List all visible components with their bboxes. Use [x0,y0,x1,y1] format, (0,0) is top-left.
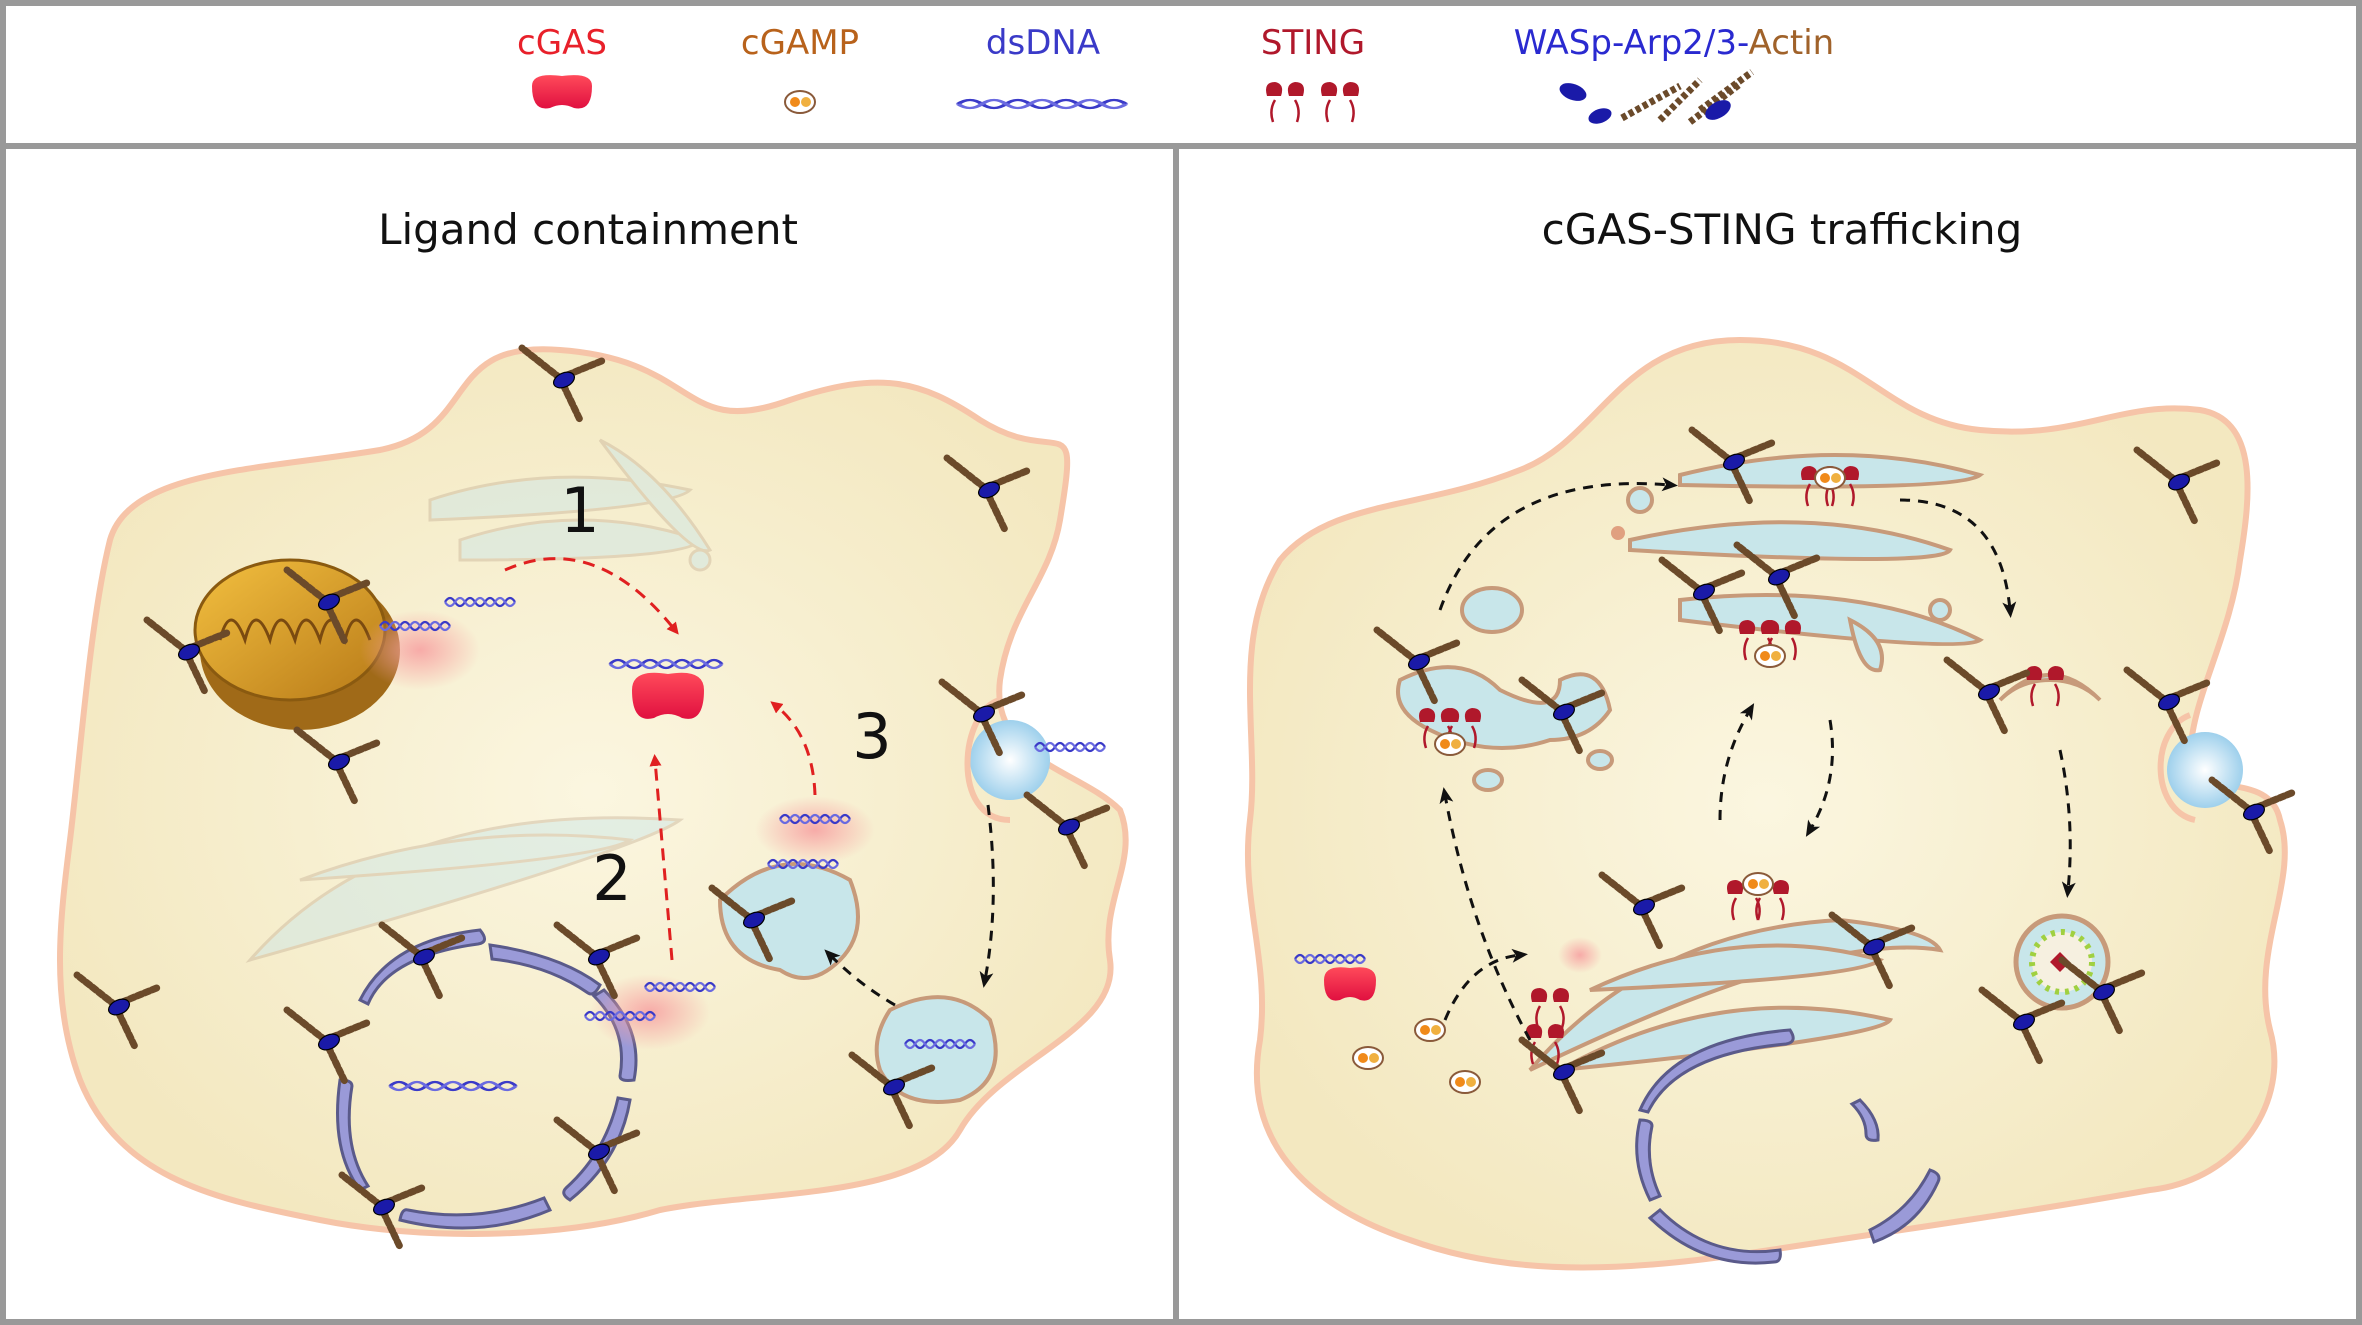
dsdna-icon [958,100,1126,108]
legend-label-sting: STING [1261,23,1365,63]
trafficking-arrows [1438,477,2076,1041]
arrow-endocytosis [979,804,995,988]
arrow-step-3 [770,701,817,796]
left-cell: 1 2 3 [57,348,1129,1247]
endocytic-pit [970,720,1050,800]
legend-label-dsdna: dsDNA [986,23,1100,63]
nucleus-right [1635,1028,1941,1265]
right-panel-title: cGAS-STING trafficking [1542,205,2023,254]
legend-label-cgas: cGAS [517,23,607,63]
step-label-3: 3 [852,700,891,773]
step-label-1: 1 [560,474,599,547]
wasp-arp23-actin-icon [1559,69,1755,125]
sting-icon [1264,80,1361,124]
left-panel-title: Ligand containment [378,205,798,254]
glow-mito [360,610,480,690]
glow-right [1558,937,1602,973]
legend: cGAS cGAMP dsDNA STING WASp-Arp2/3-Actin [517,23,1834,125]
right-cell [1244,336,2294,1271]
arrow-vesicle-to-endosome [824,949,896,1007]
legend-label-wasp: WASp-Arp2/3-Actin [1514,23,1834,63]
arrow-step-2 [649,754,674,961]
step-label-2: 2 [592,842,631,915]
legend-label-cgamp: cGAMP [741,23,859,63]
legend-label-wasp-part1: WASp-Arp2/3- [1514,23,1749,63]
faded-golgi-bottom [245,816,685,963]
glow-endosome [755,796,875,864]
endosome [717,862,860,980]
cgas-icon [532,75,592,109]
arrow-step-1 [504,557,679,635]
legend-label-wasp-part2: Actin [1749,23,1835,63]
cgas-central [632,672,704,719]
cgamp-icon [784,90,816,114]
cgas-right [1324,967,1376,1001]
vesicle-dot [1611,526,1625,540]
nucleus [336,928,638,1230]
